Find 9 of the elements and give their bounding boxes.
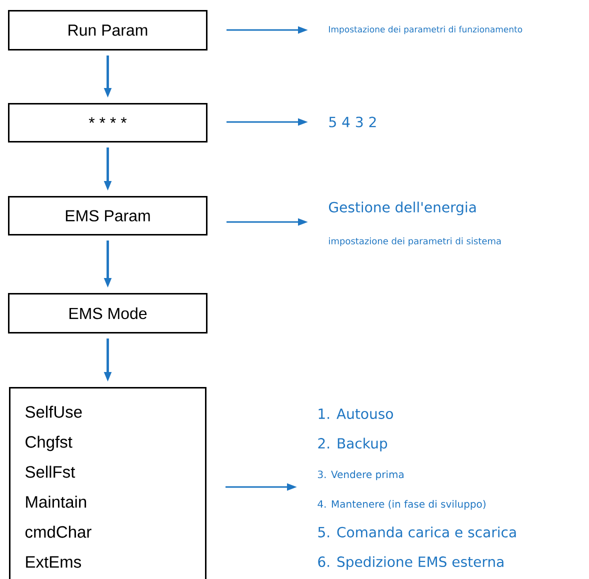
menu-box: * * * * (8, 103, 208, 142)
description-text: Impostazione dei parametri di funzionamento (329, 26, 522, 34)
description-text: Gestione dell'energia impostazione dei parametri di sistema (329, 202, 501, 246)
description-text: 1. Autouso 2. Backup 3. Vendere prima 4. Mantenere (in fase di sviluppo) 5. Comanda carica e scarica 6. Spedizione EMS esterna (318, 408, 516, 570)
menu-box: EMS Param (8, 196, 208, 236)
option-list-box: SelfUse Chgfst SellFst Maintain cmdChar ExtEms (9, 387, 206, 579)
description-text: 5 4 3 2 (329, 116, 376, 128)
menu-box: EMS Mode (8, 293, 208, 334)
menu-box: Run Param (8, 10, 208, 50)
